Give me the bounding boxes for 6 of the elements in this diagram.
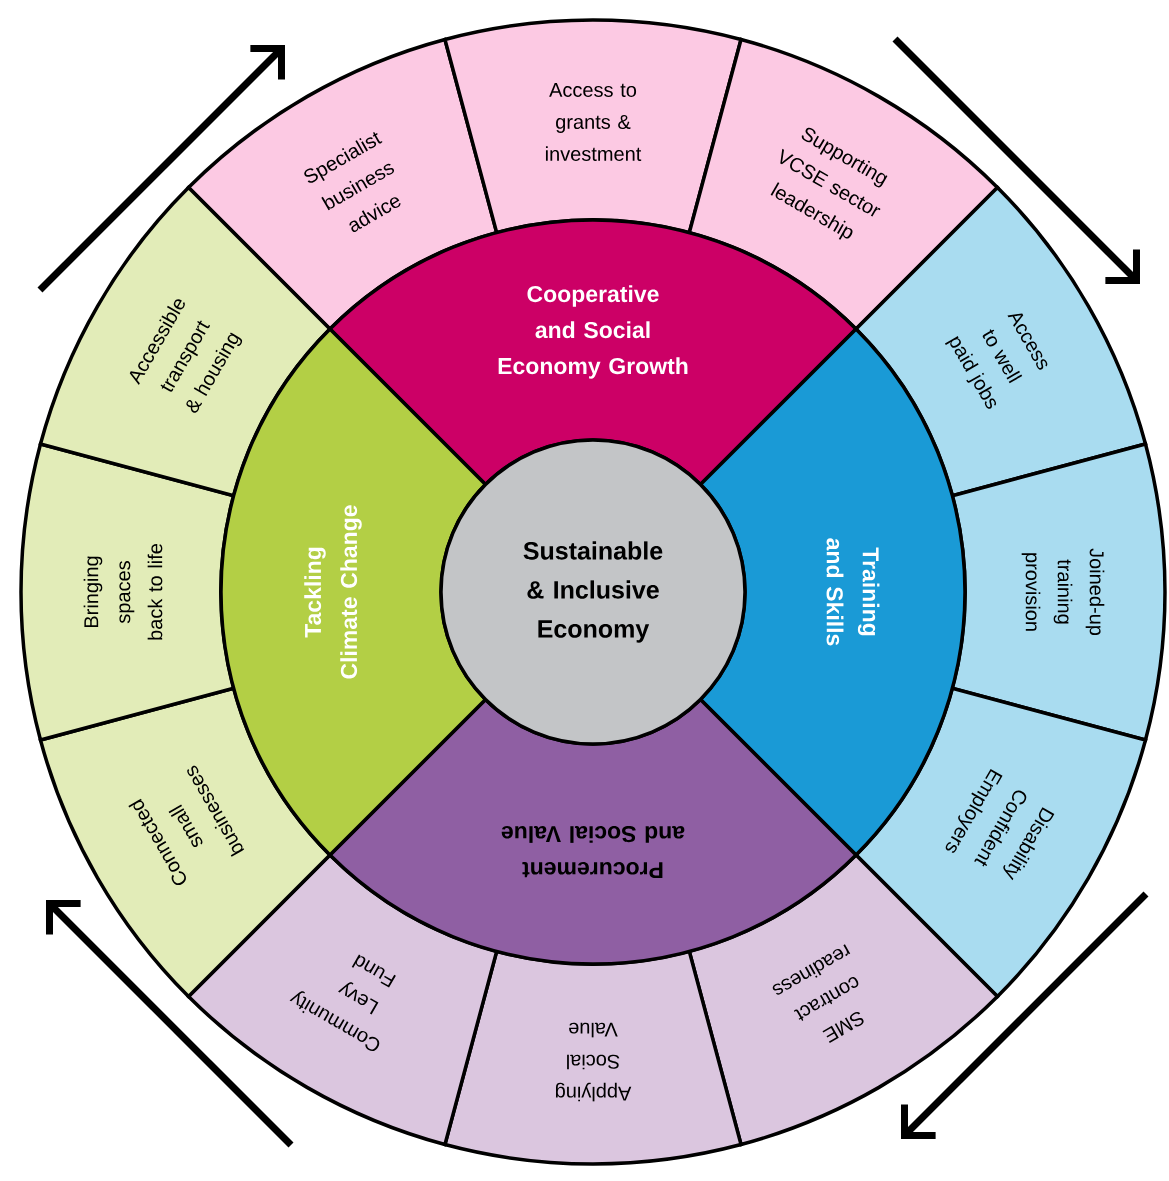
outer-segment: Applying Social Value (443, 949, 743, 1166)
outer-segment: Access to grants & investment (443, 18, 743, 235)
node-label: Joined-up training provision (1021, 548, 1105, 636)
outer-segment: Joined-up training provision (950, 442, 1167, 742)
node-label: Applying Social Value (555, 1022, 632, 1102)
outer-segment: Bringing spaces back to life (19, 442, 236, 742)
